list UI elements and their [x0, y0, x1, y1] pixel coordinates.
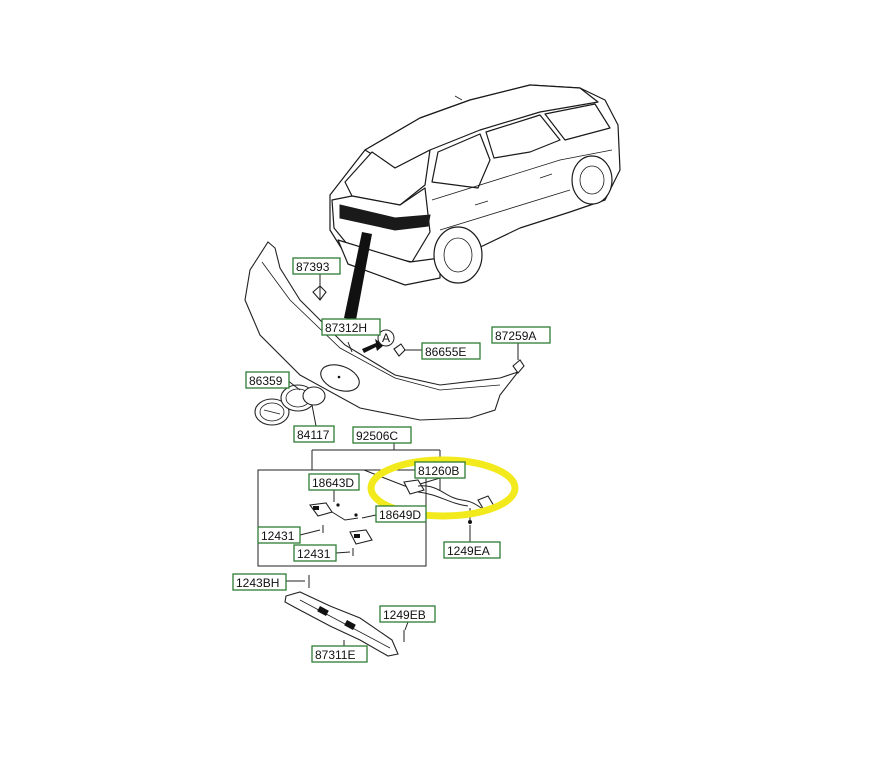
- label-87311E-text: 87311E: [315, 648, 355, 662]
- label-18649D[interactable]: 18649D: [375, 505, 427, 523]
- label-81260B[interactable]: 81260B: [414, 461, 466, 479]
- label-92506C-text: 92506C: [356, 429, 398, 443]
- label-18643D-text: 18643D: [312, 476, 354, 490]
- label-87312H-text: 87312H: [325, 321, 367, 335]
- label-92506C[interactable]: 92506C: [352, 426, 412, 444]
- license-lamps: [309, 502, 373, 556]
- label-87393[interactable]: 87393: [292, 257, 341, 275]
- label-12431-lower[interactable]: 12431: [293, 544, 337, 562]
- tailgate-handle-assembly: [284, 575, 405, 657]
- detail-a-circle: [377, 329, 395, 347]
- wiring-harness-81260B: [363, 469, 495, 524]
- label-18643D[interactable]: 18643D: [308, 473, 360, 491]
- tailgate-garnish: [244, 241, 520, 421]
- label-1249EB[interactable]: 1249EB: [379, 605, 436, 623]
- detail-arrow: [362, 339, 384, 353]
- label-87393-text: 87393: [296, 260, 330, 274]
- label-86359-text: 86359: [249, 374, 283, 388]
- clip-86655E: [393, 343, 406, 357]
- label-12431-upper[interactable]: 12431: [257, 526, 301, 544]
- label-87311E[interactable]: 87311E: [311, 645, 368, 663]
- label-86655E[interactable]: 86655E: [421, 342, 481, 360]
- label-1249EA-text: 1249EA: [447, 544, 490, 558]
- label-81260B-text: 81260B: [418, 464, 459, 478]
- label-12431-upper-text: 12431: [261, 529, 295, 543]
- label-87312H[interactable]: 87312H: [321, 318, 381, 336]
- label-1249EB-text: 1249EB: [383, 608, 426, 622]
- label-1243BH[interactable]: 1243BH: [232, 573, 287, 591]
- highlight-ring: [367, 456, 519, 520]
- label-1243BH-text: 1243BH: [236, 576, 279, 590]
- label-86359[interactable]: 86359: [245, 371, 290, 389]
- label-84117[interactable]: 84117: [293, 425, 335, 443]
- label-87259A-text: 87259A: [495, 329, 536, 343]
- label-86655E-text: 86655E: [425, 345, 466, 359]
- label-18649D-text: 18649D: [379, 508, 421, 522]
- detail-a-label: A: [382, 331, 390, 345]
- label-12431-lower-text: 12431: [297, 547, 331, 561]
- label-1249EA[interactable]: 1249EA: [443, 541, 501, 559]
- emblem-parts: [254, 384, 326, 426]
- clip-87393: [312, 283, 327, 301]
- vehicle-illustration: [329, 84, 621, 286]
- pointer-arrow: [344, 232, 372, 320]
- label-87259A[interactable]: 87259A: [491, 326, 551, 344]
- clip-87259A: [512, 359, 525, 374]
- label-84117-text: 84117: [297, 428, 330, 442]
